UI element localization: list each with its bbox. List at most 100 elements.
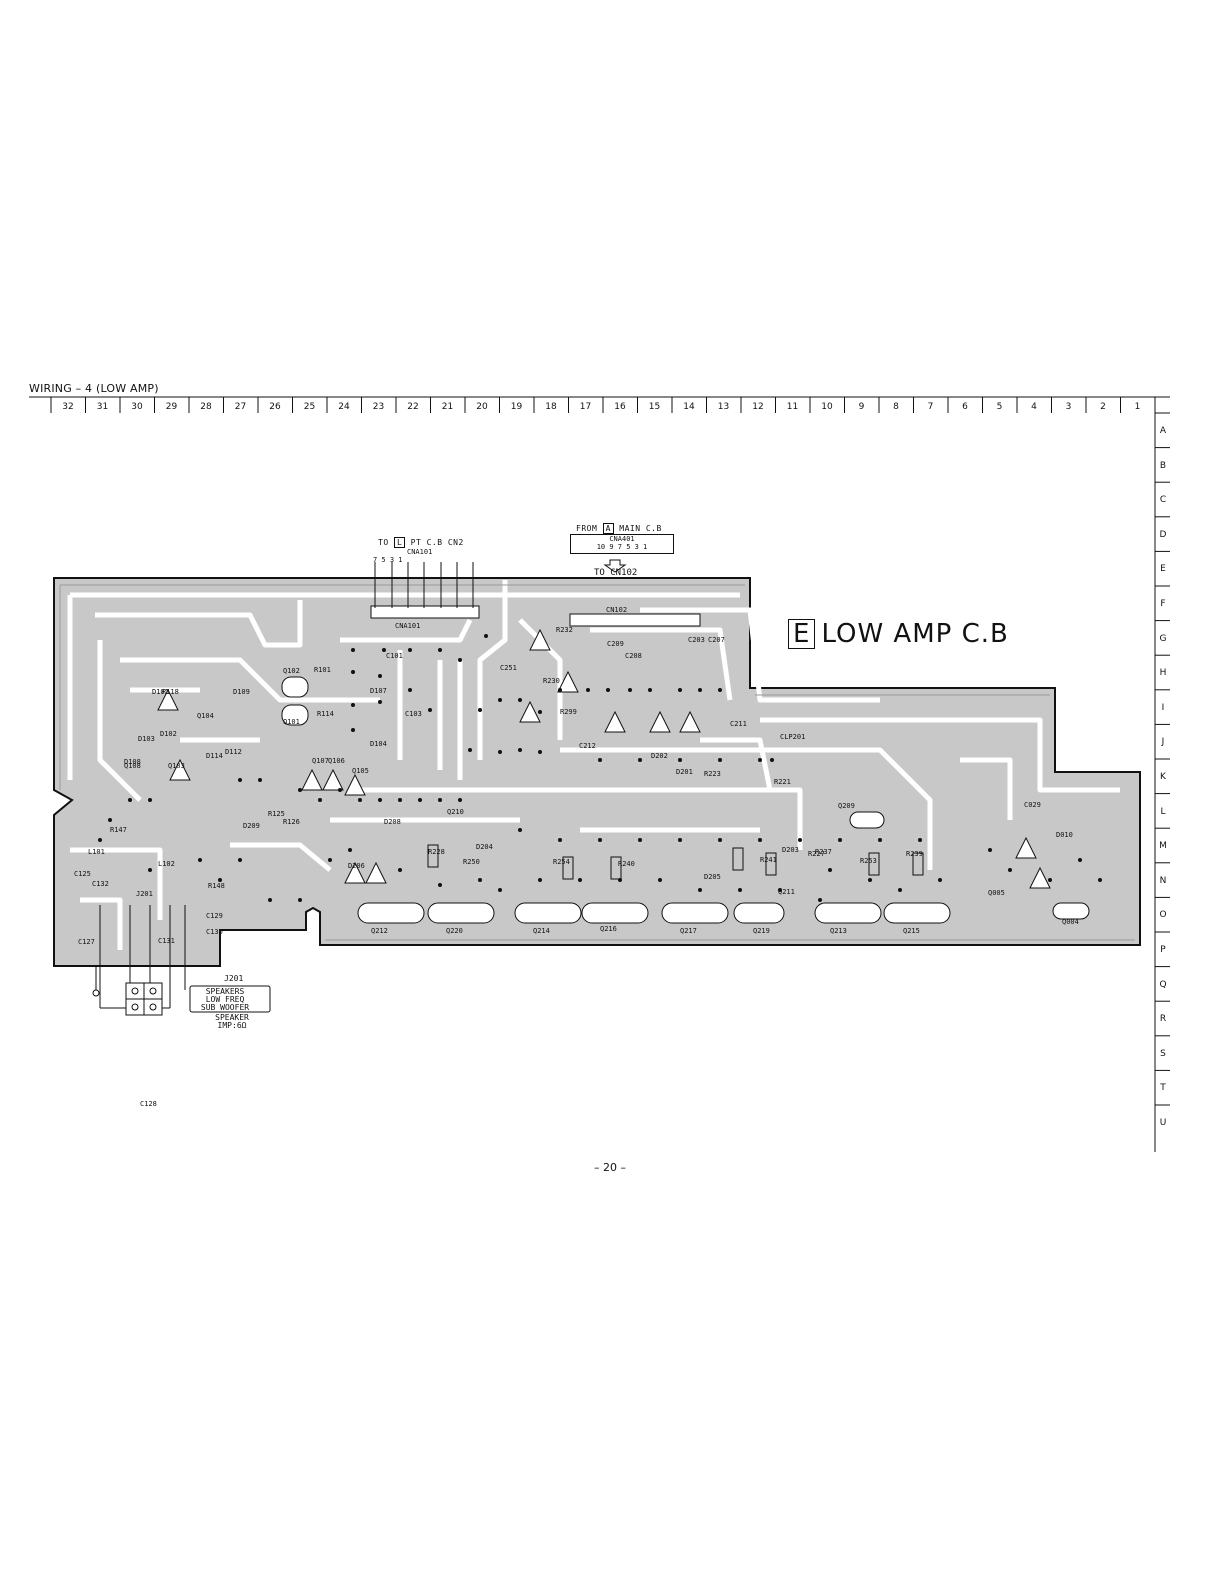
component-label: Q209 (838, 802, 855, 810)
component-label: L101 (88, 848, 105, 856)
grid-row-label: P (1160, 945, 1166, 955)
grid-row-label: J (1161, 737, 1165, 748)
component-label: D112 (225, 748, 242, 756)
solder-point (468, 748, 472, 752)
solder-point (538, 750, 542, 754)
from-connector-destination: TO CN102 (594, 568, 638, 578)
component-label: R221 (774, 778, 791, 786)
solder-point (518, 698, 522, 702)
component-label: R126 (283, 818, 300, 826)
page-number: – 20 – (594, 1161, 626, 1174)
grid-column-label: 16 (614, 402, 626, 412)
component-label: C103 (405, 710, 422, 718)
component-label: Q004 (1062, 918, 1079, 926)
solder-point (828, 868, 832, 872)
grid-row-label: C (1159, 495, 1167, 506)
solder-point (638, 758, 642, 762)
component-label: Q107 (312, 757, 329, 765)
component-label: D010 (1056, 831, 1073, 839)
component-label: R232 (556, 626, 573, 634)
component-label: D209 (243, 822, 260, 830)
solder-point (718, 688, 722, 692)
component-label: CN102 (606, 606, 628, 614)
solder-point (478, 708, 482, 712)
component-label: Q212 (371, 927, 388, 935)
grid-row-label: R (1159, 1014, 1167, 1025)
solder-point (738, 888, 742, 892)
component-label: Q217 (680, 927, 697, 935)
component-label: R253 (860, 857, 877, 865)
solder-point (498, 888, 502, 892)
solder-point (818, 898, 822, 902)
solder-point (498, 750, 502, 754)
to-connector-board-letter: L (393, 537, 406, 548)
component-label: C128 (140, 1100, 157, 1108)
grid-row-label: D (1159, 529, 1167, 540)
speaker-jack (125, 982, 271, 1016)
solder-point (328, 858, 332, 862)
solder-point (298, 898, 302, 902)
component-label: D205 (704, 873, 721, 881)
grid-column-label: 13 (717, 402, 730, 412)
solder-point (428, 708, 432, 712)
solder-point (698, 888, 702, 892)
from-connector-suffix: MAIN C.B (619, 524, 662, 533)
grid-column-label: 20 (476, 402, 488, 412)
component-label: R228 (428, 848, 445, 856)
component-label: D114 (206, 752, 223, 760)
component-label: D102 (160, 730, 177, 738)
component-label: R299 (560, 708, 577, 716)
solder-point (938, 878, 942, 882)
solder-point (758, 838, 762, 842)
solder-point (638, 838, 642, 842)
grid-column-label: 29 (165, 402, 178, 412)
solder-point (351, 670, 355, 674)
grid-column-label: 23 (372, 402, 385, 412)
component-label: D203 (782, 846, 799, 854)
component-label: Q101 (283, 718, 300, 726)
component-label: C125 (74, 870, 91, 878)
solder-point (351, 648, 355, 652)
solder-point (558, 688, 562, 692)
grid-row-label: S (1160, 1048, 1166, 1059)
grid-column-label: 18 (545, 402, 557, 412)
component-label: R148 (208, 882, 225, 890)
jack-text-line-2: LOW FREQ (205, 995, 245, 1004)
solder-point (351, 703, 355, 707)
solder-point (338, 788, 342, 792)
solder-point (988, 848, 992, 852)
component-label: C131 (158, 937, 175, 945)
grid-column-label: 5 (996, 402, 1003, 412)
board-name: LOW AMP C.B (821, 619, 1009, 649)
small-transistors (157, 628, 1051, 889)
grid-row-label: G (1159, 633, 1167, 644)
solder-point (1048, 878, 1052, 882)
solder-point (538, 878, 542, 882)
from-connector-box: CNA401 10 9 7 5 3 1 (570, 534, 674, 554)
solder-point (918, 838, 922, 842)
grid-column-label: 22 (407, 402, 419, 412)
solder-point (1098, 878, 1102, 882)
solder-point (408, 648, 412, 652)
solder-point (658, 878, 662, 882)
component-label: Q103 (168, 762, 185, 770)
component-label: C251 (500, 664, 517, 672)
solder-point (698, 688, 702, 692)
solder-point (298, 788, 302, 792)
solder-point (878, 838, 882, 842)
grid-column-label: 4 (1031, 402, 1037, 412)
from-connector-board-letter: A (602, 523, 614, 534)
grid-column-label: 3 (1065, 402, 1072, 412)
grid-column-label: 27 (234, 402, 247, 412)
solder-point (558, 838, 562, 842)
solder-point (238, 778, 242, 782)
grid-column-label: 21 (441, 402, 454, 412)
from-connector-heading: FROM A MAIN C.B (576, 523, 662, 534)
component-label: C203 (688, 636, 705, 644)
component-label: J201 (136, 890, 153, 898)
component-label: D101 (152, 688, 169, 696)
solder-point (1008, 868, 1012, 872)
from-connector-name: CNA401 (609, 535, 635, 543)
